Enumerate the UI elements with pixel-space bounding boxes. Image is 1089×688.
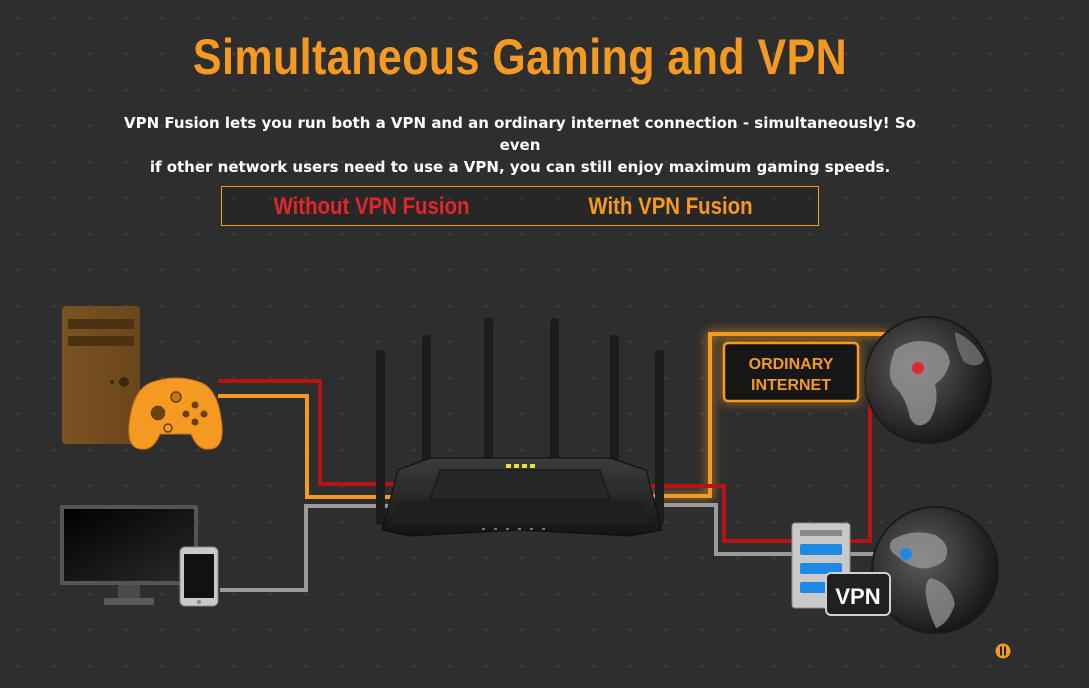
globe-icon [871,506,999,634]
globe-icon [864,316,992,444]
line-gray-right [640,503,905,556]
desktop-tower-icon [62,306,140,444]
left-connection-lines [218,379,400,592]
page-description: VPN Fusion lets you run both a VPN and a… [120,112,920,178]
gamepad-icon [128,377,223,450]
description-line-1: VPN Fusion lets you run both a VPN and a… [124,114,916,154]
monitor-icon [60,505,198,605]
line-orange-left [218,394,400,499]
line-red-left [218,379,400,486]
server-icon: VPN [791,522,891,616]
pager-icon[interactable] [995,643,1011,659]
line-gray-left [220,504,400,592]
description-line-2: if other network users need to use a VPN… [149,158,891,176]
mode-tabs: Without VPN Fusion With VPN Fusion [221,186,819,226]
vpn-label: VPN [835,584,880,609]
ordinary-internet-line-2: INTERNET [751,377,831,394]
smartphone-icon [179,546,219,607]
router-icon [376,318,664,537]
line-orange-right [640,332,888,498]
ordinary-internet-label: ORDINARY INTERNET [722,341,860,403]
tab-with-vpn-fusion[interactable]: With VPN Fusion [588,193,753,220]
tab-without-vpn-fusion[interactable]: Without VPN Fusion [273,193,470,220]
ordinary-internet-line-1: ORDINARY [749,356,834,373]
page-title: Simultaneous Gaming and VPN [192,29,848,85]
